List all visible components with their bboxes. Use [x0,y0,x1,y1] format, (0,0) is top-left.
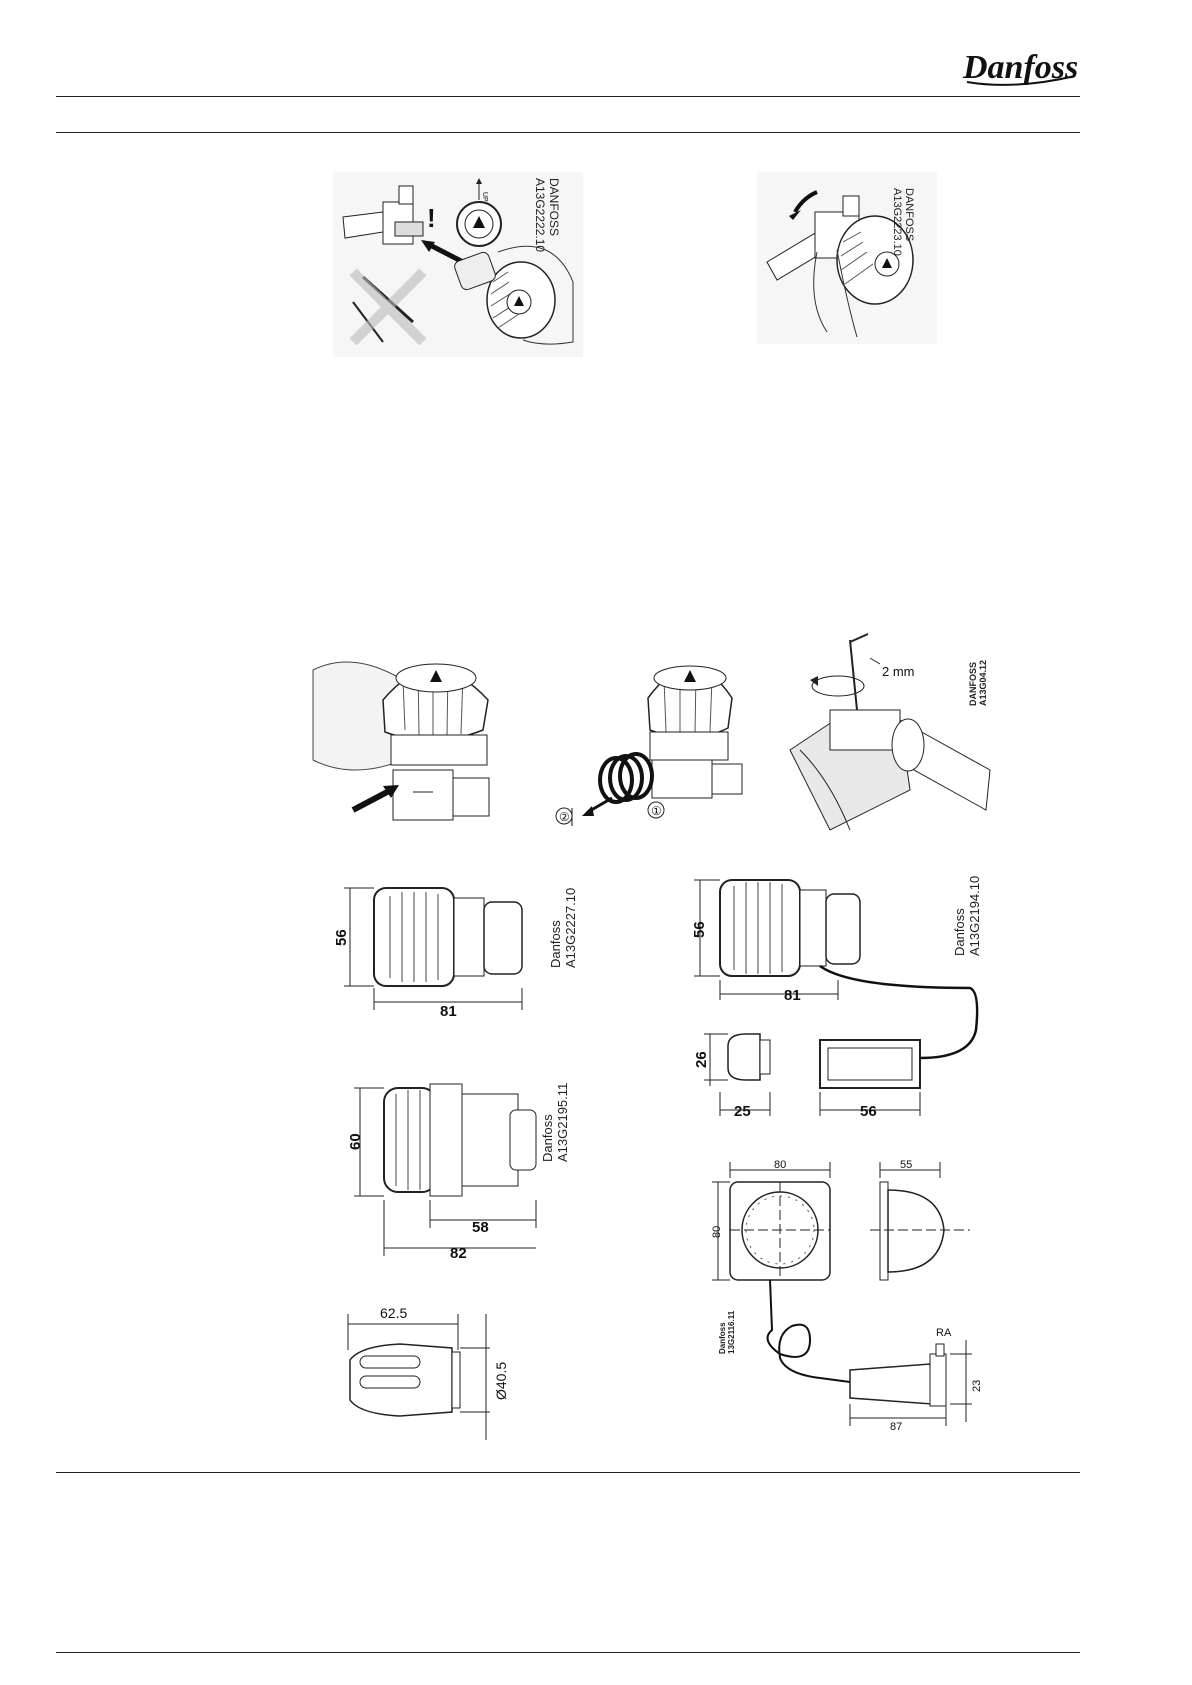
figure-limit-mid: ② ① [552,648,744,828]
header-rule-bottom [56,132,1080,133]
figure-dimension-d: 62.5 Ø40.5 [340,1300,530,1450]
dim-height: 60 [347,1133,364,1150]
dim-length-2: 82 [450,1245,467,1262]
dim-sensor-height: 26 [693,1051,710,1068]
danfoss-logo: Danfoss [955,40,1085,100]
up-label: UP [481,192,488,202]
dim-depth: 55 [900,1159,912,1171]
dim-length: 81 [440,1003,457,1020]
dim-box-width: 56 [860,1103,877,1120]
hex-key-label: 2 mm [882,664,915,679]
footer-rule-bottom [56,1652,1080,1653]
dim-diameter: Ø40.5 [493,1362,509,1400]
ra-label: RA [936,1327,952,1339]
dim-height: 56 [333,929,350,946]
header-rule-top [56,96,1080,97]
dim-length: 81 [784,987,801,1004]
dim-length: 62.5 [380,1305,407,1321]
dim-sensor-height: 23 [971,1380,983,1392]
svg-text:!: ! [427,203,436,233]
dim-sensor-width: 25 [734,1103,751,1120]
step-2-label: ② [559,810,570,824]
brand-wordmark: Danfoss [962,49,1078,86]
dim-height: 80 [711,1226,723,1238]
step-1-label: ① [651,804,662,818]
footer-rule [56,1472,1080,1473]
dim-width: 80 [774,1159,786,1171]
dim-height: 56 [691,921,708,938]
figure-limit-left [313,640,525,830]
dim-sensor-length: 87 [890,1421,902,1433]
dim-length-1: 58 [472,1219,489,1236]
